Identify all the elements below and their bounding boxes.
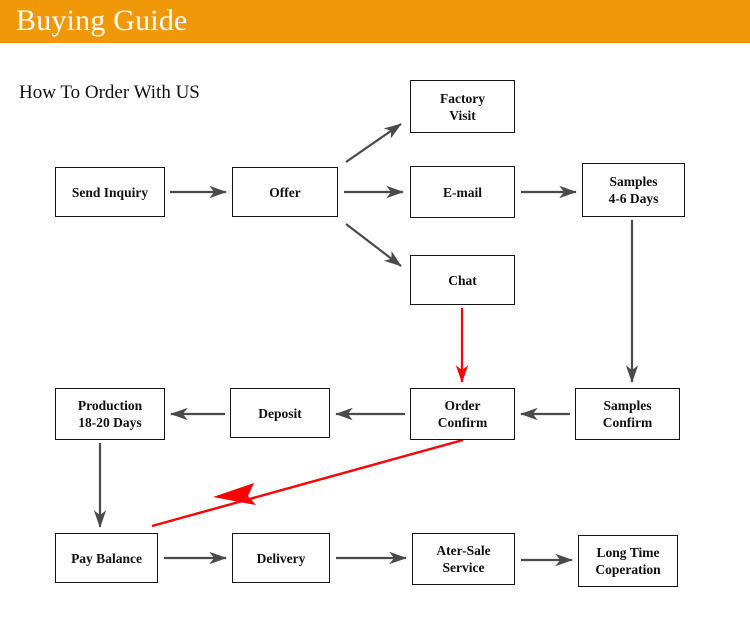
flow-node-email[interactable]: E-mail [410, 166, 515, 218]
page-title: Buying Guide [16, 4, 188, 37]
flow-node-factory-visit[interactable]: Factory Visit [410, 80, 515, 133]
flow-node-production[interactable]: Production 18-20 Days [55, 388, 165, 440]
flow-node-delivery[interactable]: Delivery [232, 533, 330, 583]
flow-node-pay-balance[interactable]: Pay Balance [55, 533, 158, 583]
flow-node-deposit[interactable]: Deposit [230, 388, 330, 438]
flow-node-samples-confirm[interactable]: Samples Confirm [575, 388, 680, 440]
flow-node-after-sale[interactable]: Ater-Sale Service [412, 533, 515, 585]
page-banner: Buying Guide [0, 0, 750, 43]
flow-node-long-time[interactable]: Long Time Coperation [578, 535, 678, 587]
flow-node-send-inquiry[interactable]: Send Inquiry [55, 167, 165, 217]
flow-node-samples[interactable]: Samples 4-6 Days [582, 163, 685, 217]
section-heading: How To Order With US [19, 82, 200, 103]
flow-node-order-confirm[interactable]: Order Confirm [410, 388, 515, 440]
flow-node-chat[interactable]: Chat [410, 255, 515, 305]
flow-node-offer[interactable]: Offer [232, 167, 338, 217]
